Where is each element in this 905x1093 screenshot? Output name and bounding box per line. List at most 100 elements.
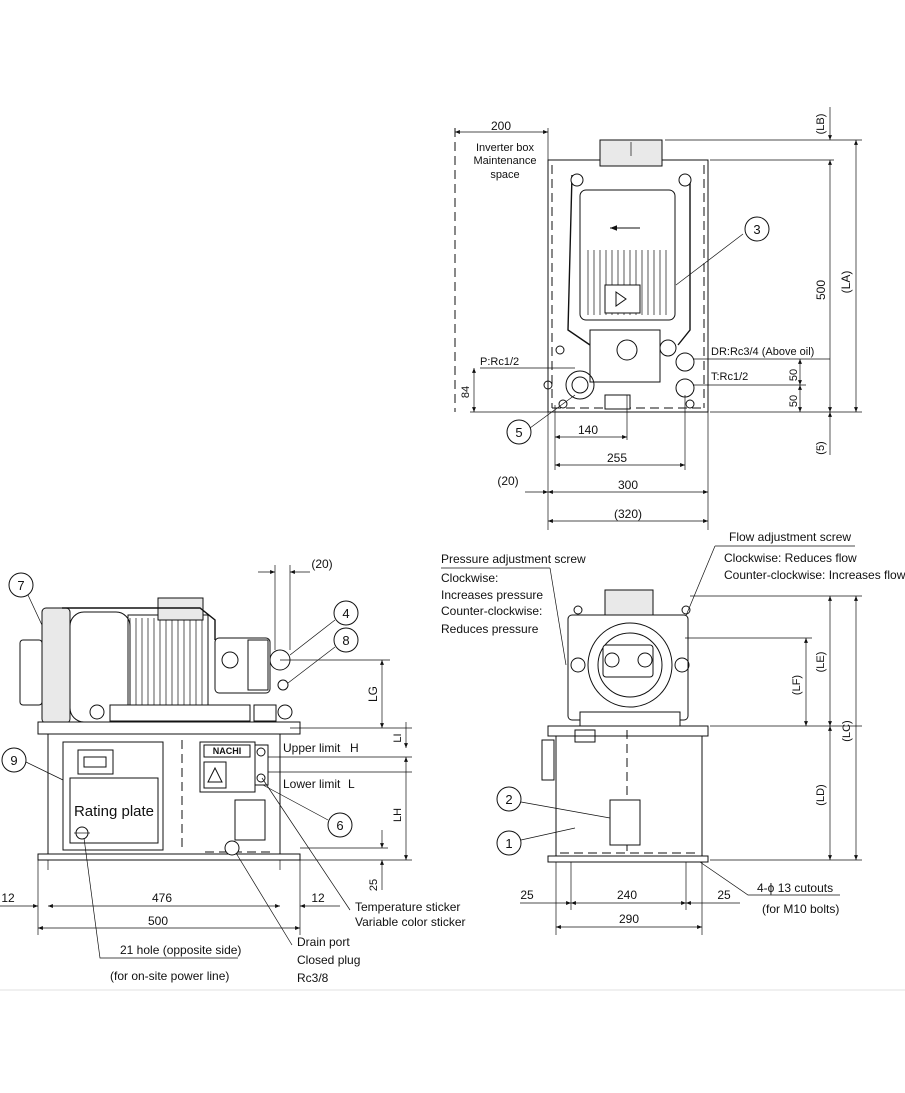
upper-limit-label: Upper limit <box>283 741 341 755</box>
dim-500-width: 500 <box>148 914 168 928</box>
lower-limit-label: Lower limit <box>283 777 341 791</box>
dim-50a: 50 <box>788 369 800 381</box>
t-port-label: T:Rc1/2 <box>711 371 748 383</box>
svg-text:9: 9 <box>10 753 17 768</box>
pipe-right <box>677 180 691 346</box>
dim-le: (LE) <box>815 652 827 673</box>
rating-plate-label: Rating plate <box>74 803 154 820</box>
valve-block <box>602 644 654 678</box>
flow-cw: Clockwise: Reduces flow <box>724 551 857 565</box>
closed-plug-label: Closed plug <box>297 953 360 967</box>
side-terminal-cap <box>604 589 654 619</box>
plug-size-label: Rc3/8 <box>297 971 329 985</box>
dim-25-right: 25 <box>717 888 731 902</box>
svg-text:5: 5 <box>515 425 522 440</box>
pressure-cw: Clockwise: <box>441 571 498 585</box>
side-filter <box>609 799 641 846</box>
temperature-sticker-label: Temperature sticker <box>355 900 460 914</box>
dim-5: (5) <box>815 441 827 454</box>
maintenance-dim: 200 <box>491 119 511 133</box>
fan-grille <box>19 639 43 706</box>
maintenance-label-2: Maintenance <box>474 155 537 167</box>
svg-text:8: 8 <box>342 633 349 648</box>
brand-label: NACHI <box>213 746 242 756</box>
side-tank-top <box>547 725 709 737</box>
manifold-block <box>589 329 661 383</box>
dim-lh: LH <box>392 808 404 822</box>
flow-ccw: Counter-clockwise: Increases flow <box>724 568 905 582</box>
hole-label: 21 hole (opposite side) <box>120 943 241 957</box>
upper-limit-h: H <box>350 741 359 755</box>
svg-text:6: 6 <box>336 818 343 833</box>
dim-84: 84 <box>460 386 472 398</box>
gauge-port <box>659 339 677 357</box>
balloon-1 <box>496 830 522 856</box>
lower-limit-l: L <box>348 777 355 791</box>
balloon-9 <box>1 747 27 773</box>
drain-port-label: Drain port <box>297 935 350 949</box>
oil-level-window <box>254 744 269 786</box>
balloon-8 <box>333 627 359 653</box>
dr-port <box>675 352 695 372</box>
balloon-4 <box>333 600 359 626</box>
fan-housing <box>41 607 71 724</box>
balloon-3 <box>744 216 770 242</box>
dim-50b: 50 <box>788 395 800 407</box>
pressure-cw-effect: Increases pressure <box>441 588 543 602</box>
dim-140: 140 <box>578 423 598 437</box>
dim-320: (320) <box>614 507 642 521</box>
dim-240: 240 <box>617 888 637 902</box>
svg-text:7: 7 <box>17 578 24 593</box>
motor-body <box>579 189 676 321</box>
top-view: 200 Inverter box Maintenance space <box>454 107 862 530</box>
pressure-screw-title: Pressure adjustment screw <box>441 552 586 566</box>
dim-lg: LG <box>366 686 380 702</box>
dim-lf: (LF) <box>791 675 803 695</box>
rating-plate-panel <box>62 741 164 851</box>
dim-20-front: (20) <box>311 557 332 571</box>
terminal-cap <box>157 597 204 621</box>
dim-lb: (LB) <box>815 114 827 135</box>
balloon-7 <box>8 572 34 598</box>
dim-12-right: 12 <box>311 891 325 905</box>
maintenance-label-1: Inverter box <box>476 142 535 154</box>
dim-la: (LA) <box>839 271 853 294</box>
filter <box>234 799 266 841</box>
dim-290: 290 <box>619 912 639 926</box>
hole-purpose-label: (for on-site power line) <box>110 969 229 983</box>
dim-20: (20) <box>497 474 518 488</box>
front-view: 7 (20) <box>0 557 465 985</box>
svg-text:2: 2 <box>505 792 512 807</box>
drain-plug <box>224 840 240 856</box>
dim-500-height: 500 <box>814 280 828 300</box>
p-port-label: P:Rc1/2 <box>480 356 519 368</box>
inverter-display <box>77 749 114 775</box>
dim-255: 255 <box>607 451 627 465</box>
balloon-5 <box>506 419 532 445</box>
flow-screw-title: Flow adjustment screw <box>729 530 851 544</box>
dim-300: 300 <box>618 478 638 492</box>
balloon-2 <box>496 786 522 812</box>
dim-ld: (LD) <box>815 784 827 805</box>
p-port <box>565 370 595 400</box>
dr-port-label: DR:Rc3/4 (Above oil) <box>711 346 814 358</box>
cutouts-label: 4-ϕ 13 cutouts <box>757 881 833 895</box>
pressure-ccw-effect: Reduces pressure <box>441 622 539 636</box>
dim-25-front: 25 <box>368 879 380 891</box>
maintenance-label-3: space <box>490 169 519 181</box>
tank-top-plate <box>37 721 301 735</box>
dim-12-left: 12 <box>1 891 15 905</box>
terminal-box <box>604 284 641 314</box>
variable-sticker-label: Variable color sticker <box>355 915 465 929</box>
svg-text:1: 1 <box>505 836 512 851</box>
svg-text:3: 3 <box>753 222 760 237</box>
dim-476: 476 <box>152 891 172 905</box>
bolts-label: (for M10 bolts) <box>762 902 839 916</box>
dim-lc: (LC) <box>841 720 853 741</box>
balloon-6 <box>327 812 353 838</box>
t-port <box>675 378 695 398</box>
dim-25-left: 25 <box>520 888 534 902</box>
pressure-ccw: Counter-clockwise: <box>441 604 542 618</box>
pressure-screw <box>570 657 586 673</box>
